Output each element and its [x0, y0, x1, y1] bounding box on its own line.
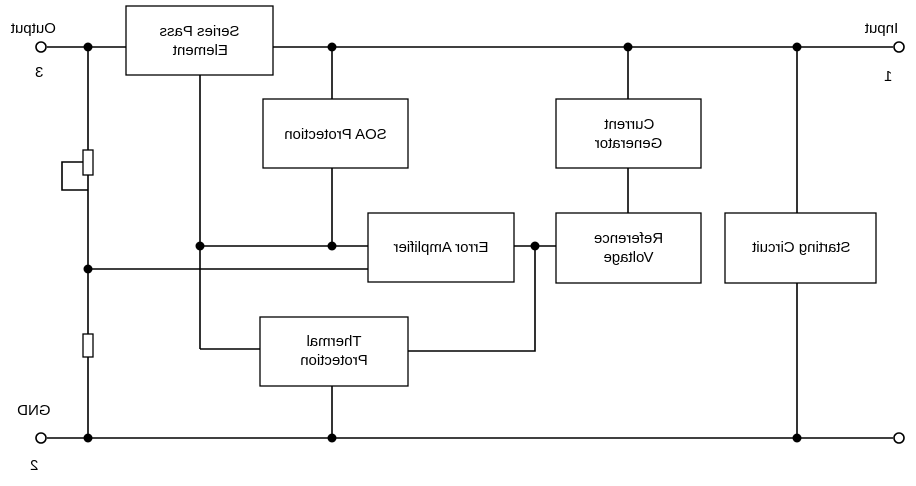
wires [47, 46, 893, 439]
input-label: Input [864, 20, 898, 37]
current-generator-line-1: Current [603, 116, 654, 133]
soa-protection-block: SOA Protection [262, 98, 409, 169]
input-pin-label: 1 [884, 68, 892, 85]
soa-protection-label: SOA Protection [284, 126, 387, 143]
junction-dot [530, 241, 540, 251]
gnd-terminal [35, 432, 47, 444]
gnd-pin-label: 2 [30, 457, 38, 474]
junction-dot [83, 433, 93, 443]
error-amplifier-label: Error Amplifier [393, 239, 488, 256]
junction-dot [327, 241, 337, 251]
series-pass-line-1: Series Pass [159, 23, 239, 40]
junction-dot [327, 42, 337, 52]
thermal-protection-line-1: Thermal [306, 333, 361, 350]
thermal-protection-block: Thermal Protection [259, 316, 409, 387]
current-generator-line-2: Generator [595, 135, 663, 152]
adjustable-resistor [82, 149, 94, 176]
junction-dot [195, 241, 205, 251]
input-terminal [893, 41, 905, 53]
reference-voltage-line-1: Reference [594, 230, 663, 247]
junction-dot [792, 42, 802, 52]
gnd-right-terminal [893, 432, 905, 444]
junction-dot [623, 42, 633, 52]
junction-dot [792, 433, 802, 443]
junction-dots [83, 42, 802, 443]
junction-dot [83, 264, 93, 274]
current-generator-block: Current Generator [555, 98, 702, 169]
output-terminal [35, 41, 47, 53]
output-pin-label: 3 [35, 64, 43, 81]
starting-circuit-block: Starting Circuit [724, 212, 877, 284]
reference-voltage-line-2: Voltage [603, 249, 653, 266]
series-pass-element-block: Series Pass Element [125, 5, 274, 76]
error-amplifier-block: Error Amplifier [367, 212, 515, 283]
reference-voltage-block: Reference Voltage [555, 212, 702, 284]
series-pass-line-2: Element [172, 42, 228, 59]
junction-dot [83, 42, 93, 52]
junction-dot [327, 433, 337, 443]
output-label: Output [10, 20, 56, 37]
starting-circuit-label: Starting Circuit [751, 239, 850, 256]
fixed-resistor [82, 333, 94, 358]
thermal-protection-line-2: Protection [300, 352, 368, 369]
gnd-label: GND [17, 402, 51, 419]
